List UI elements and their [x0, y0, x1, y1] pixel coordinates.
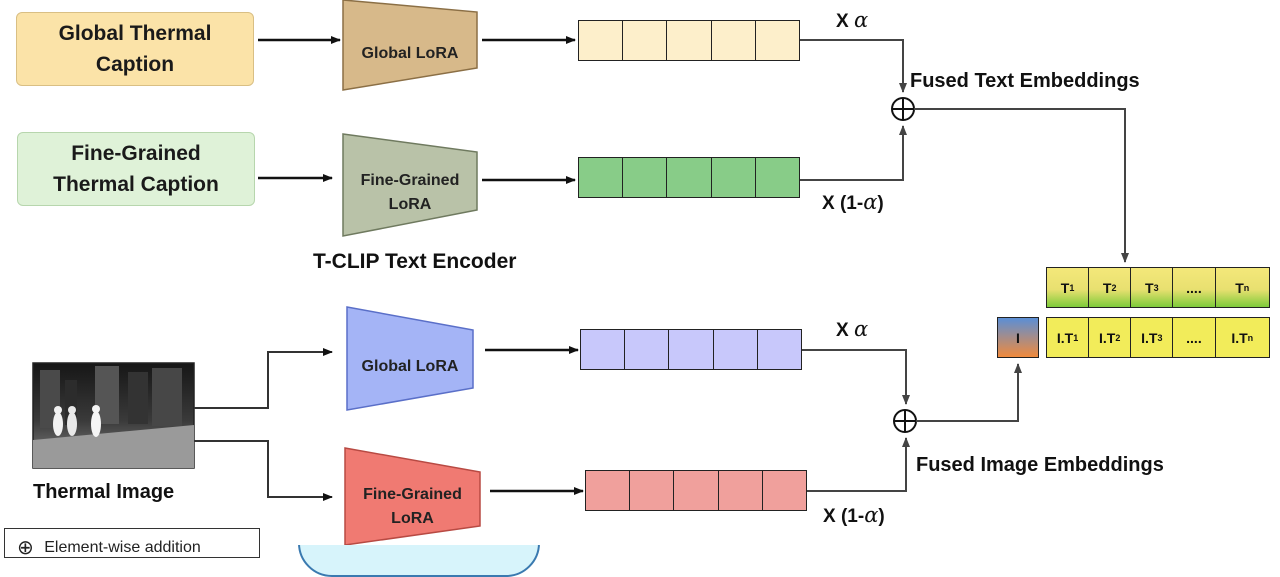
element-wise-addition-icon: ⊕ — [17, 537, 34, 558]
arrow-image-to-fine-lora — [194, 440, 333, 501]
global-thermal-caption-text: Global Thermal Caption — [58, 22, 212, 76]
global-image-lora-label: Global LoRA — [361, 358, 459, 375]
arrow-image-to-global-lora — [194, 348, 333, 409]
arrow-fused-text-to-tokens — [914, 108, 1129, 263]
global-text-lora-shape — [342, 0, 478, 91]
arrow-fine-text-to-plus — [800, 125, 907, 181]
weight-alpha-text: X α — [836, 8, 869, 32]
product-token: .... — [1173, 318, 1216, 357]
arrow-global-text-to-plus — [800, 39, 907, 93]
diagram-connectors — [32, 0, 1129, 545]
thermal-image-photo — [32, 362, 195, 469]
fine-text-embedding — [578, 157, 800, 198]
weight-one-minus-alpha-text: X (1-α) — [822, 190, 884, 214]
global-image-embedding — [580, 329, 802, 370]
fine-image-lora-label: Fine-Grained LoRA — [345, 483, 480, 531]
fused-text-embeddings-label: Fused Text Embeddings — [910, 70, 1140, 92]
fine-text-lora-label-line1: Fine-Grained — [360, 172, 460, 189]
global-text-lora-label: Global LoRA — [361, 45, 459, 62]
weight-alpha-image: X α — [836, 317, 869, 341]
text-encoder-title: T-CLIP Text Encoder — [313, 250, 517, 273]
image-token-box: I — [997, 317, 1039, 358]
legend-box: ⊕ Element-wise addition — [4, 528, 260, 558]
fine-grained-thermal-caption-text: Fine-Grained Thermal Caption — [53, 142, 219, 196]
fused-image-embeddings-label: Fused Image Embeddings — [916, 454, 1164, 476]
arrow-global-image-to-plus — [802, 349, 910, 405]
global-image-lora-shape — [346, 306, 474, 411]
global-thermal-caption: Global Thermal Caption — [16, 12, 254, 86]
legend-text: Element-wise addition — [44, 539, 201, 556]
fine-image-lora-label-line2: LoRA — [391, 510, 434, 527]
thermal-image-label: Thermal Image — [33, 481, 175, 503]
fine-text-lora-shape — [342, 133, 478, 237]
fine-image-lora-label-line1: Fine-Grained — [363, 486, 462, 503]
global-text-embedding — [578, 20, 800, 61]
fine-image-lora-shape — [344, 447, 481, 545]
arrow-fine-image-to-plus — [807, 437, 910, 492]
fine-image-embedding — [585, 470, 807, 511]
fine-text-lora-label: Fine-Grained LoRA — [343, 169, 477, 217]
weight-one-minus-alpha-image: X (1-α) — [823, 503, 885, 527]
fine-grained-thermal-caption: Fine-Grained Thermal Caption — [17, 132, 255, 206]
fine-text-lora-label-line2: LoRA — [388, 196, 432, 213]
text-token: .... — [1173, 268, 1216, 307]
arrow-fused-image-to-i — [916, 363, 1022, 422]
